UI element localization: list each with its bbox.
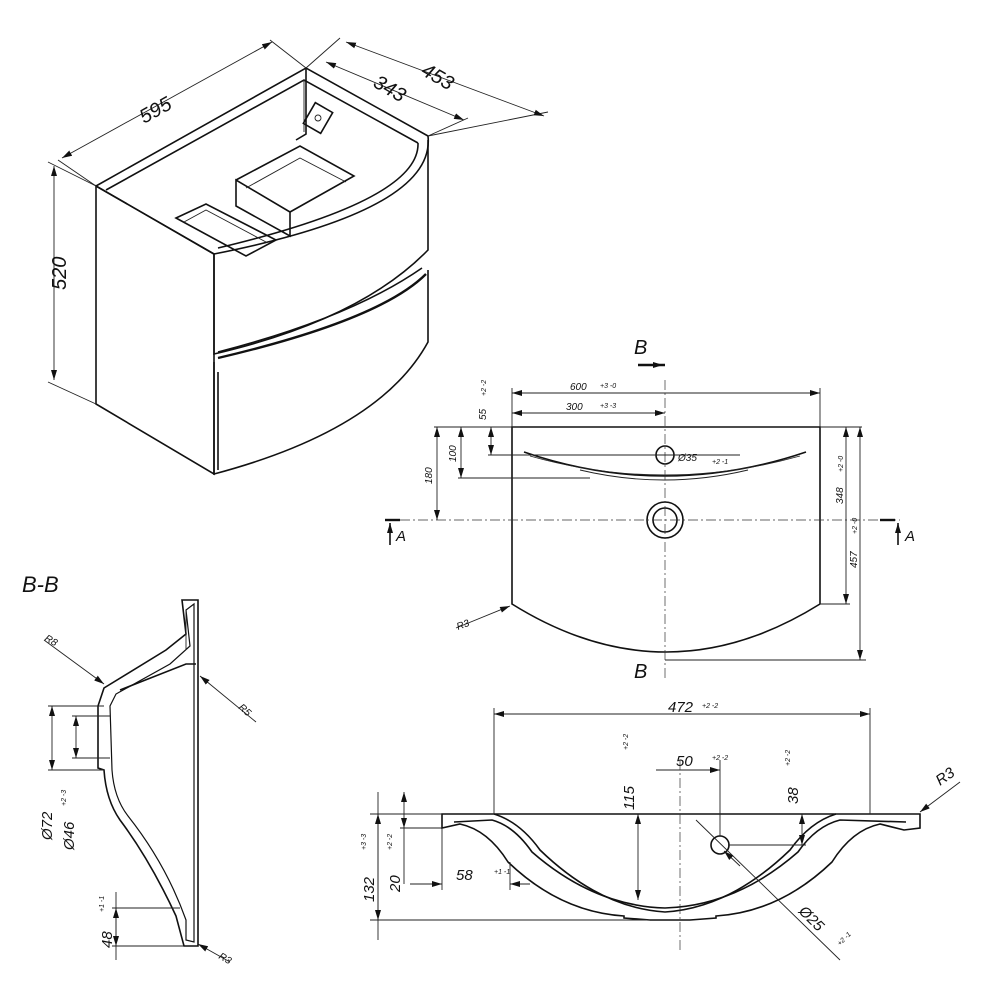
cabinet-height-label: 520 bbox=[49, 257, 71, 290]
tap-hole-tol: +2 -1 bbox=[712, 459, 728, 466]
bowl-depth-180-label: 180 bbox=[424, 467, 435, 484]
section-aa-depth-label: 115 bbox=[621, 785, 638, 810]
basin-half-width-tol: +3 -3 bbox=[600, 403, 616, 410]
section-aa-rim-width-tol: +1 -1 bbox=[494, 869, 510, 876]
section-bb-d46-label: Ø46 bbox=[61, 821, 78, 851]
basin-width-label: 600 bbox=[570, 382, 587, 393]
section-a-left-label: A bbox=[395, 528, 406, 545]
section-aa-overflow-offset-label: 50 bbox=[676, 753, 693, 770]
section-aa-rim-height-tol: +2 -2 bbox=[387, 834, 394, 850]
section-aa-overflow-hole-tol: +2 -1 bbox=[836, 931, 852, 947]
section-bb-r5-label: R5 bbox=[236, 702, 253, 719]
section-aa-overflow-height-label: 38 bbox=[785, 787, 802, 804]
section-aa-overflow-height-tol: +2 -2 bbox=[785, 750, 792, 766]
section-bb-h48-tol: +1 -1 bbox=[99, 896, 106, 912]
tap-offset-label: 55 bbox=[478, 408, 489, 420]
depth-348-tol: +2 -0 bbox=[838, 456, 845, 472]
section-aa-overflow-hole-label: Ø25 bbox=[794, 902, 827, 935]
section-b-bottom-label: B bbox=[634, 661, 647, 683]
basin-top-view: B B A A 600 +3 -0 300 +3 -3 55 +2 -2 100… bbox=[385, 337, 915, 683]
section-aa-width-label: 472 bbox=[668, 699, 694, 716]
section-aa-overflow-offset-tol: +2 -2 bbox=[712, 755, 728, 762]
section-bb-d-tol: +2 -3 bbox=[61, 790, 68, 806]
section-aa-rim-height-label: 20 bbox=[387, 875, 404, 893]
bowl-depth-100-label: 100 bbox=[448, 445, 459, 462]
basin-width-tol: +3 -0 bbox=[600, 383, 616, 390]
section-a-right-label: A bbox=[904, 528, 915, 545]
tap-offset-tol: +2 -2 bbox=[481, 380, 488, 396]
cabinet-view: 595 453 343 520 bbox=[47, 37, 549, 476]
section-bb: B-B R8 R5 Ø72 Ø46 +2 -3 48 +1 -1 R3 bbox=[22, 572, 257, 967]
section-aa-depth-tol: +2 -2 bbox=[623, 734, 630, 750]
section-aa-total-height-label: 132 bbox=[361, 876, 378, 902]
section-bb-r8-label: R8 bbox=[43, 633, 60, 649]
section-bb-h48-label: 48 bbox=[99, 931, 116, 948]
section-bb-title: B-B bbox=[22, 572, 59, 597]
depth-457-tol: +2 -0 bbox=[852, 518, 859, 534]
section-aa-width-tol: +2 -2 bbox=[702, 703, 718, 710]
cabinet-depth-label: 453 bbox=[418, 59, 458, 95]
depth-348-label: 348 bbox=[835, 487, 846, 504]
tap-hole-label: Ø35 bbox=[677, 453, 697, 464]
section-b-top-label: B bbox=[634, 337, 647, 359]
corner-radius-label: R3 bbox=[455, 618, 471, 633]
section-aa-total-height-tol: +3 -3 bbox=[361, 834, 368, 850]
section-aa: 472 +2 -2 115 +2 -2 50 +2 -2 38 +2 -2 R3… bbox=[361, 699, 961, 961]
basin-half-width-label: 300 bbox=[566, 402, 583, 413]
section-bb-r3-label: R3 bbox=[217, 951, 234, 967]
section-aa-rim-width-label: 58 bbox=[456, 867, 473, 884]
section-bb-d72-label: Ø72 bbox=[39, 811, 56, 841]
depth-457-label: 457 bbox=[849, 551, 860, 568]
cabinet-inner-depth-label: 343 bbox=[370, 71, 410, 107]
